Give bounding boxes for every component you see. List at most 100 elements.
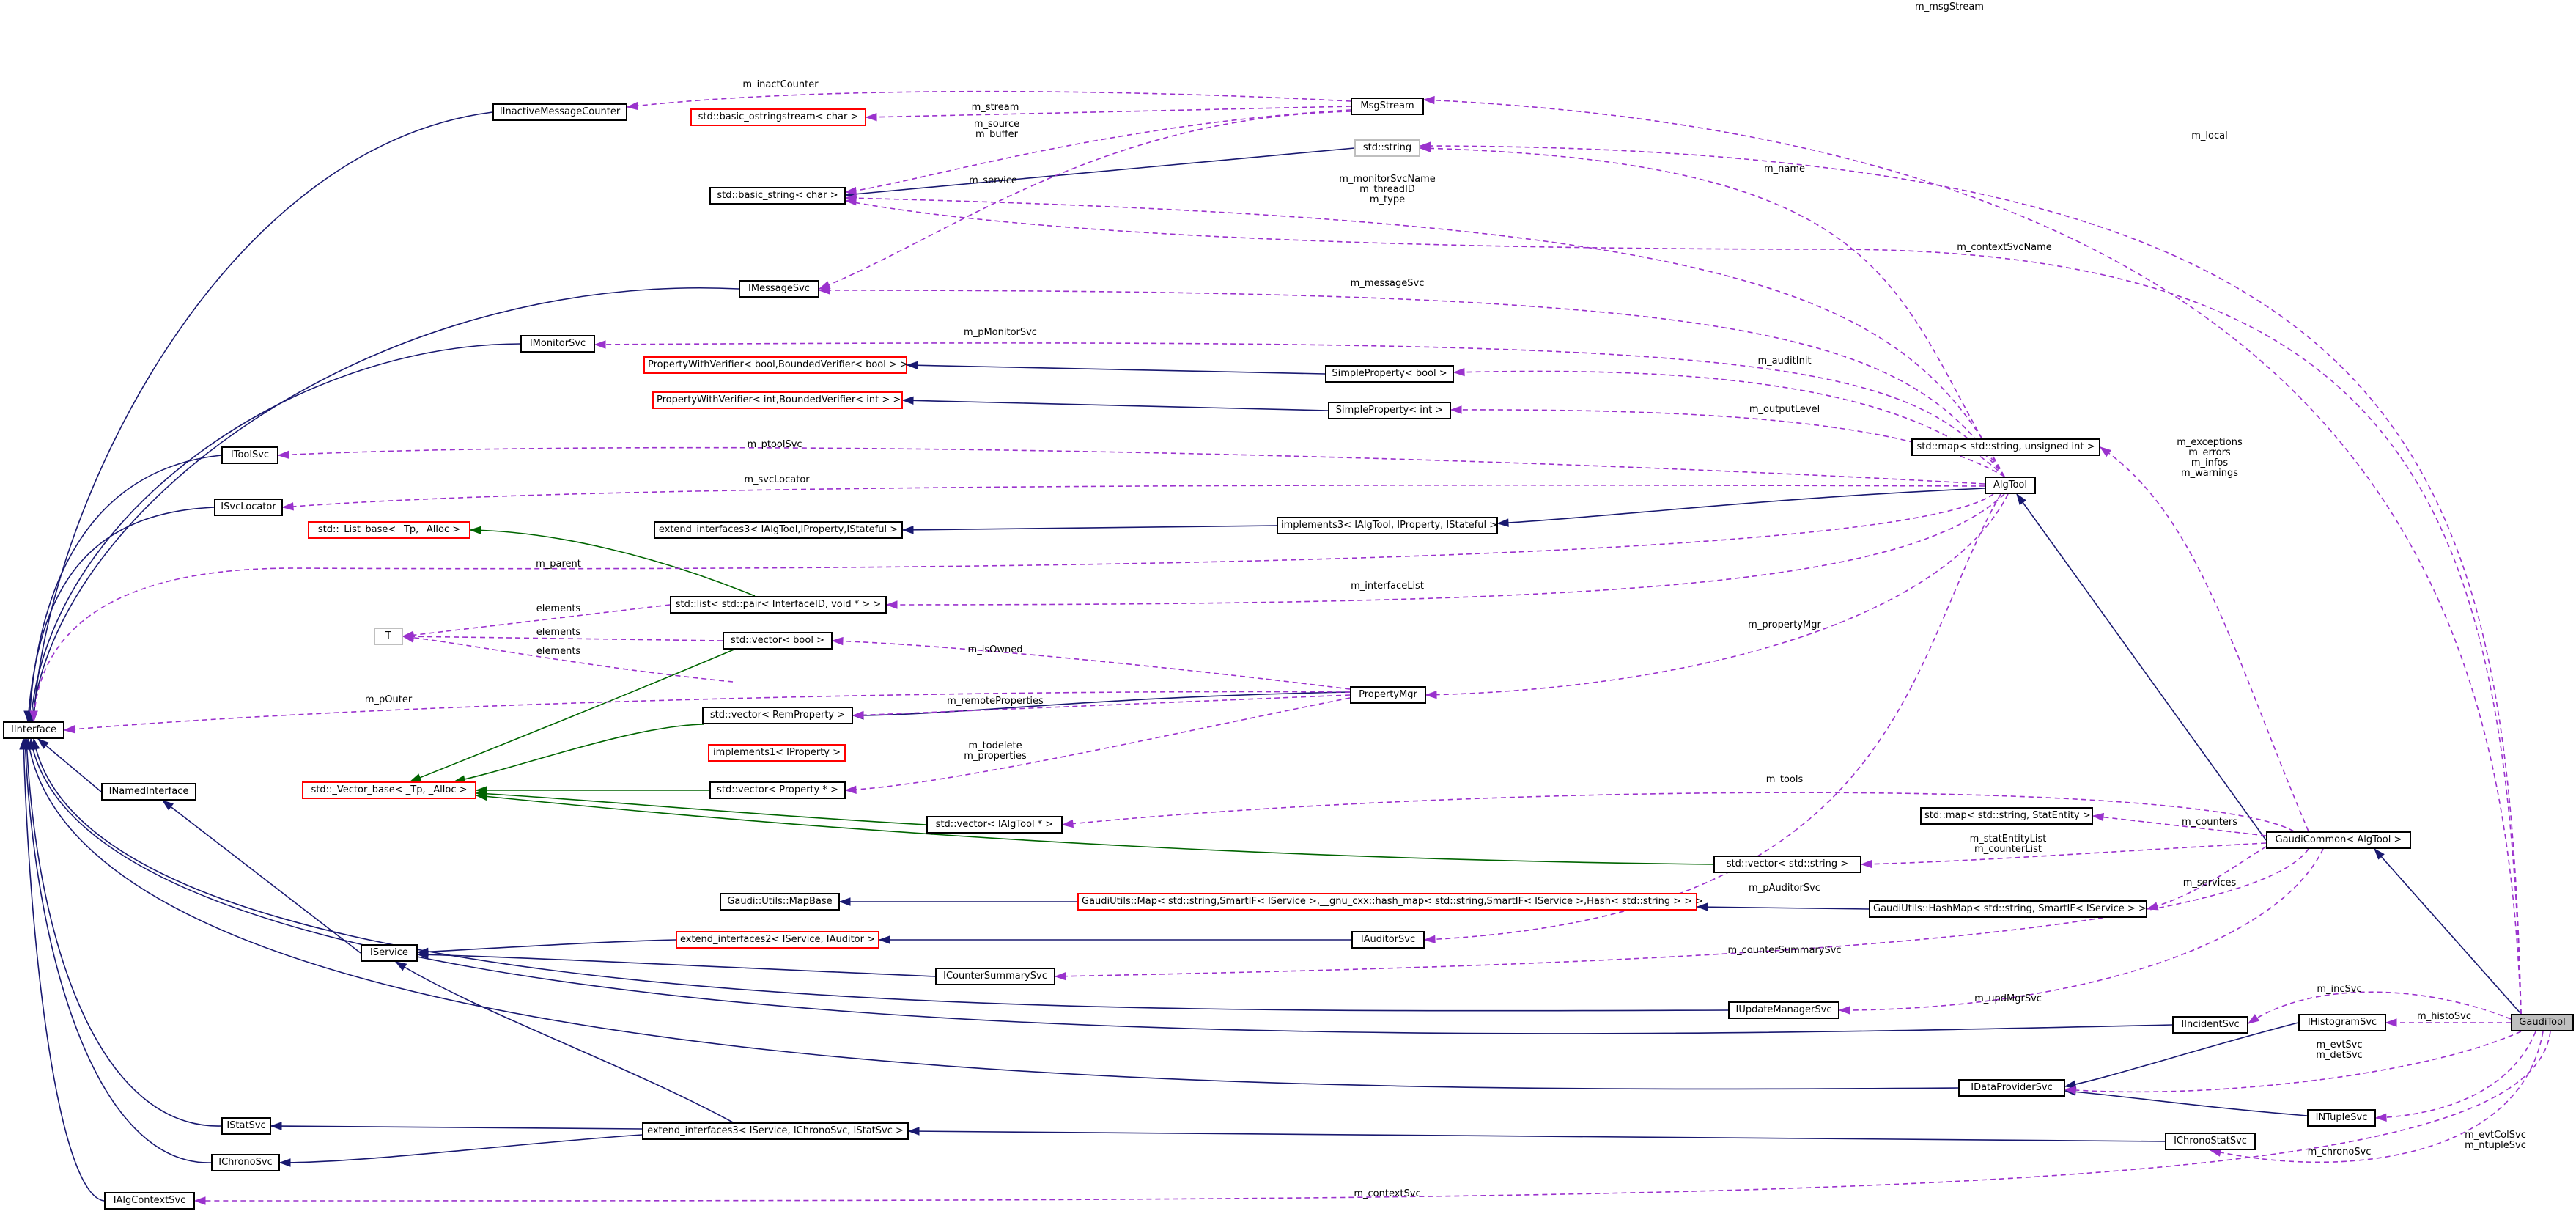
inh-icountersummary-iservice [417,954,936,977]
node-imonitorsvc[interactable]: IMonitorSvc [520,335,595,353]
use-todelete-properties [845,697,1351,791]
use-countersummarysvc-head [1054,972,1066,981]
edge-label-m-propertymgr: m_propertyMgr [1748,619,1821,630]
node-ichronostatsvc[interactable]: IChronoStatSvc [2165,1133,2256,1150]
edge-label-m-tools: m_tools [1765,774,1804,785]
edge-label-m-todelete-properties: m_todelete m_properties [964,740,1027,762]
node-std-vector-ialgtool[interactable]: std::vector< IAlgTool * > [926,816,1063,834]
inh-ihistogram-idataprovider [2064,1022,2299,1087]
node-std-basic-ostringstream[interactable]: std::basic_ostringstream< char > [690,108,866,126]
node-gaudiutils-hashmap[interactable]: GaudiUtils::HashMap< std::string, SmartI… [1869,900,2147,918]
node-ihistogramsvc[interactable]: IHistogramSvc [2298,1014,2386,1031]
use-source-buffer [845,109,1351,193]
node-propertymgr[interactable]: PropertyMgr [1350,686,1426,704]
use-name-head [1419,144,1431,152]
node-propertywithverifier-int[interactable]: PropertyWithVerifier< int,BoundedVerifie… [652,391,903,409]
tpl-vecbool-vectorbase [410,640,756,782]
node-std-list-pair[interactable]: std::list< std::pair< InterfaceID, void … [670,596,887,614]
node-extend-interfaces2-iservice[interactable]: extend_interfaces2< IService, IAuditor > [676,931,879,949]
node-iinactivemessagecounter[interactable]: IInactiveMessageCounter [492,103,627,121]
node-gauditool[interactable]: GaudiTool [2511,1014,2574,1031]
use-exc-err-inf-warn [2100,446,2309,832]
use-statentity-counterlist [1861,842,2267,865]
use-auditinit [1453,370,2005,477]
inh-ialgcontext-iinterface-head [19,737,28,750]
node-std-map-unsigned-int[interactable]: std::map< std::string, unsigned int > [1911,438,2100,456]
node-iupdatemanagersvc[interactable]: IUpdateManagerSvc [1728,1001,1839,1019]
node-isvclocator[interactable]: ISvcLocator [214,499,283,516]
edge-label-elements-1: elements [536,603,581,614]
use-stream-head [865,113,877,122]
node-gaudicommon-algtool[interactable]: GaudiCommon< AlgTool > [2266,831,2411,849]
tpl-vecstring-vectorbase [476,795,1714,865]
node-propertywithverifier-bool[interactable]: PropertyWithVerifier< bool,BoundedVerifi… [643,356,908,374]
node-extend-interfaces3-ialgtool[interactable]: extend_interfaces3< IAlgTool,IProperty,I… [654,521,903,539]
node-std-map-statentity[interactable]: std::map< std::string, StatEntity > [1920,807,2093,825]
edge-label-m-evtsvc-detsvc: m_evtSvc m_detSvc [2316,1040,2363,1061]
edge-label-m-histosvc: m_histoSvc [2417,1011,2471,1022]
edge-label-m-messagesvc: m_messageSvc [1350,278,1425,289]
node-ichronosvc[interactable]: IChronoSvc [211,1154,280,1171]
node-icountersummarysvc[interactable]: ICounterSummarySvc [935,968,1055,985]
use-incsvc-head [2247,1014,2260,1024]
inh-impl3-ext3 [902,525,1277,531]
node-intuplesvc[interactable]: INTupleSvc [2307,1109,2376,1127]
node-std-vector-base[interactable]: std::_Vector_base< _Tp, _Alloc > [302,781,476,799]
node-std-string[interactable]: std::string [1354,139,1420,157]
node-imessagesvc[interactable]: IMessageSvc [739,280,819,298]
use-parent-head [29,710,38,723]
use-name [1420,147,2005,477]
node-istatsvc[interactable]: IStatSvc [221,1117,271,1135]
use-interfacelist-head [885,600,898,609]
node-std-vector-property[interactable]: std::vector< Property * > [709,781,846,799]
edge-label-m-msgstream: m_msgStream [1915,1,1984,12]
edge-label-m-incsvc: m_incSvc [2317,984,2362,995]
node-std-list-base[interactable]: std::_List_base< _Tp, _Alloc > [308,521,470,539]
edge-label-m-pauditorsvc: m_pAuditorSvc [1749,883,1820,894]
node-implements3-ialgtool[interactable]: implements3< IAlgTool, IProperty, IState… [1277,517,1498,534]
inh-ichronostat-ext3chrono-head [907,1127,920,1136]
use-contextsvcname [845,200,2522,1015]
node-idataprovidersvc[interactable]: IDataProviderSvc [1958,1079,2065,1097]
inh-ext2-iservice [417,939,676,953]
node-simpleproperty-int[interactable]: SimpleProperty< int > [1328,402,1451,419]
edge-label-m-ptoolsvc: m_ptoolSvc [747,439,802,450]
edge-label-m-counters: m_counters [2182,817,2237,828]
node-gaudi-utils-mapbase[interactable]: Gaudi::Utils::MapBase [720,893,840,910]
node-algtool[interactable]: AlgTool [1985,477,2036,494]
use-updmgrsvc-head [1838,1006,1850,1015]
node-std-basic-string[interactable]: std::basic_string< char > [709,187,846,205]
inh-inamed-iinterface-head [37,738,49,749]
node-t[interactable]: T [374,628,403,645]
use-service-msg [819,111,1351,290]
node-iincidentsvc[interactable]: IIncidentSvc [2172,1016,2248,1034]
node-std-vector-remproperty[interactable]: std::vector< RemProperty > [702,707,853,724]
node-std-vector-string[interactable]: std::vector< std::string > [1713,856,1861,873]
use-pmonitorsvc-head [594,340,606,349]
node-ialgcontextsvc[interactable]: IAlgContextSvc [104,1192,195,1210]
node-iinterface[interactable]: IInterface [3,721,64,739]
edge-label-m-parent: m_parent [536,559,581,570]
edge-label-m-pmonitorsvc: m_pMonitorSvc [964,327,1037,338]
node-iservice[interactable]: IService [361,944,418,962]
node-gaudiutils-map[interactable]: GaudiUtils::Map< std::string,SmartIF< IS… [1077,893,1703,910]
node-implements1-iproperty[interactable]: implements1< IProperty > [708,744,846,762]
node-std-vector-bool[interactable]: std::vector< bool > [723,632,833,650]
use-incsvc [2248,991,2512,1024]
inh-isvclocator-iinterface [27,507,215,722]
use-contextsvcname-head [844,197,857,206]
node-itoolsvc[interactable]: IToolSvc [221,446,278,464]
node-extend-interfaces3-ichronosvc[interactable]: extend_interfaces3< IService, IChronoSvc… [642,1122,909,1140]
edge-label-m-stream: m_stream [971,102,1019,113]
use-interfacelist [886,493,2005,606]
node-inamedinterface[interactable]: INamedInterface [101,783,196,801]
inh-istatsvc-iinterface [26,738,222,1127]
edge-label-m-chronosvc: m_chronoSvc [2307,1147,2372,1158]
use-counters-head [2092,812,2105,822]
edge-label-m-contextsvc: m_contextSvc [1354,1188,1421,1199]
node-simpleproperty-bool[interactable]: SimpleProperty< bool > [1325,365,1454,383]
node-iauditorsvc[interactable]: IAuditorSvc [1351,931,1425,949]
tpl-listpair-listbase-head [469,526,481,534]
inh-gumap-mapbase-head [838,897,851,906]
node-msgstream[interactable]: MsgStream [1351,98,1424,115]
